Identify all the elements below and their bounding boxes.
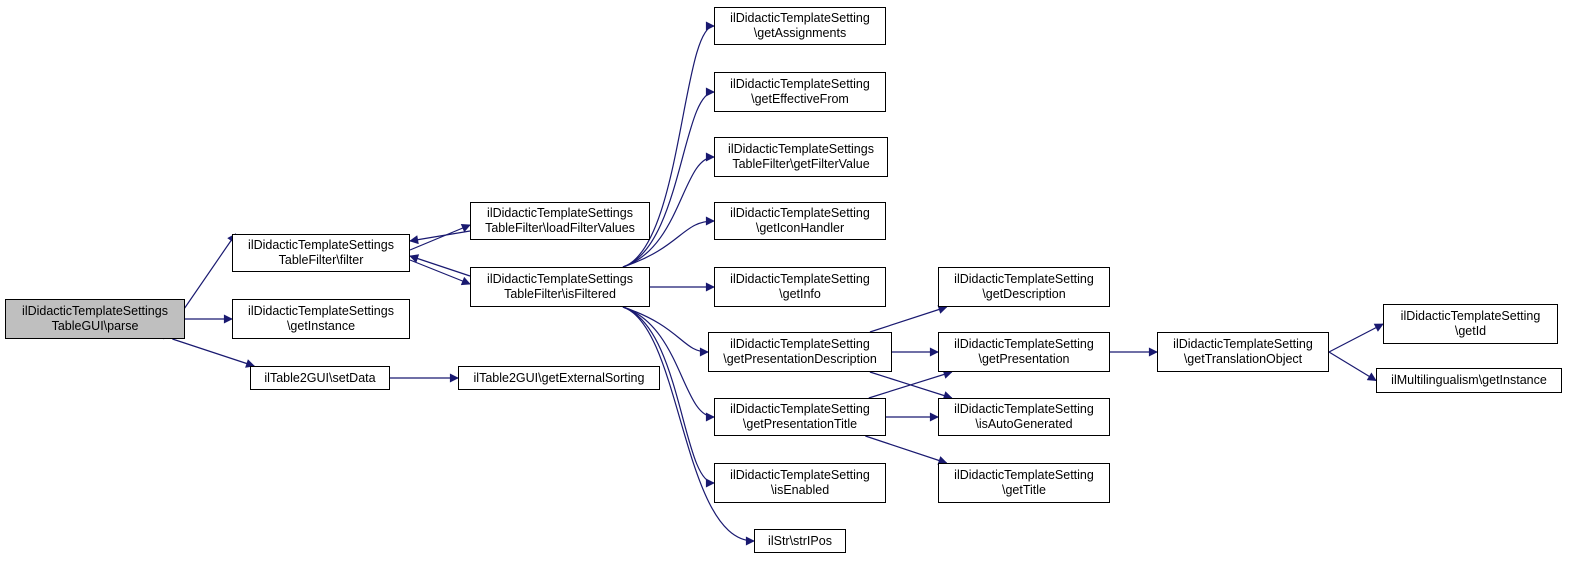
graph-node-isenabled[interactable]: ilDidacticTemplateSetting\isEnabled [714, 463, 886, 503]
graph-node-label-line: ilDidacticTemplateSettings [248, 304, 394, 318]
graph-node-label-line: TableFilter\getFilterValue [732, 157, 870, 171]
graph-node-label-line: TableFilter\filter [278, 253, 364, 267]
graph-node-label-line: \getPresentationTitle [742, 417, 858, 431]
graph-edge-getprestitle-to-gettitle [865, 435, 948, 465]
graph-node-label-line: \getInfo [779, 287, 821, 301]
graph-edge-root-to-setdata [172, 338, 256, 368]
graph-node-label-line: \getAssignments [753, 26, 847, 40]
graph-node-gettrans[interactable]: ilDidacticTemplateSetting\getTranslation… [1157, 332, 1329, 372]
graph-node-getprestitle[interactable]: ilDidacticTemplateSetting\getPresentatio… [714, 398, 886, 436]
graph-edge-isfiltered-to-filter [409, 254, 471, 277]
graph-node-label-line: \isAutoGenerated [975, 417, 1073, 431]
graph-edge-isfiltered-to-getpresdesc [622, 306, 709, 357]
graph-node-label-line: \getId [1454, 324, 1487, 338]
graph-node-label-line: TableGUI\parse [51, 319, 139, 333]
graph-node-multiinst[interactable]: ilMultilingualism\getInstance [1376, 368, 1562, 393]
graph-node-label-line: ilDidacticTemplateSettings [248, 238, 394, 252]
graph-edge-getprestitle-to-getpres [868, 370, 953, 399]
graph-node-label-line: ilDidacticTemplateSetting [954, 402, 1094, 416]
graph-node-label-line: \getDescription [982, 287, 1066, 301]
graph-node-setdata[interactable]: ilTable2GUI\setData [250, 366, 390, 390]
graph-node-geticon[interactable]: ilDidacticTemplateSetting\getIconHandler [714, 202, 886, 240]
graph-node-label-line: \getTranslationObject [1183, 352, 1303, 366]
graph-node-gettitle[interactable]: ilDidacticTemplateSetting\getTitle [938, 463, 1110, 503]
graph-edge-isfiltered-to-stripos [622, 306, 755, 546]
graph-node-extsort[interactable]: ilTable2GUI\getExternalSorting [458, 366, 660, 390]
graph-node-label-line: ilDidacticTemplateSetting [730, 272, 870, 286]
graph-node-label-line: ilTable2GUI\getExternalSorting [473, 370, 645, 385]
graph-node-label-line: ilStr\strIPos [768, 533, 832, 548]
graph-node-getid[interactable]: ilDidacticTemplateSetting\getId [1383, 304, 1558, 344]
graph-node-label-line: ilTable2GUI\setData [264, 370, 376, 385]
graph-edge-gettrans-to-getid [1328, 323, 1384, 353]
graph-edge-isfiltered-to-isenabled [622, 306, 715, 488]
graph-node-label-line: ilDidacticTemplateSetting [730, 11, 870, 25]
graph-node-getpresdesc[interactable]: ilDidacticTemplateSetting\getPresentatio… [708, 332, 892, 372]
graph-edge-isfiltered-to-getprestitle [622, 306, 715, 422]
graph-node-label-line: ilDidacticTemplateSetting [730, 206, 870, 220]
graph-edge-getpresdesc-to-getdesc [869, 305, 948, 333]
graph-node-label-line: ilDidacticTemplateSetting [730, 402, 870, 416]
graph-node-label-line: ilDidacticTemplateSetting [730, 77, 870, 91]
graph-node-label-line: ilDidacticTemplateSetting [954, 272, 1094, 286]
graph-edge-isfiltered-to-getfv [622, 152, 715, 268]
graph-node-label-line: ilMultilingualism\getInstance [1391, 373, 1547, 387]
graph-node-label-line: ilDidacticTemplateSetting [954, 468, 1094, 482]
graph-node-stripos[interactable]: ilStr\strIPos [754, 529, 846, 553]
graph-node-getdesc[interactable]: ilDidacticTemplateSetting\getDescription [938, 267, 1110, 307]
graph-node-label-line: ilDidacticTemplateSetting [1400, 309, 1541, 323]
graph-node-label-line: ilDidacticTemplateSetting [954, 337, 1094, 351]
graph-node-label-line: TableFilter\isFiltered [504, 287, 616, 301]
graph-node-label-line: ilDidacticTemplateSetting [730, 468, 870, 482]
graph-node-getassign[interactable]: ilDidacticTemplateSetting\getAssignments [714, 7, 886, 45]
graph-node-label-line: \getPresentationDescription [723, 352, 877, 366]
graph-edge-isfiltered-to-getassign [622, 21, 715, 268]
graph-edge-filter-to-loadfilter [409, 223, 471, 251]
graph-edge-filter-to-isfiltered [409, 259, 471, 286]
graph-node-geteff[interactable]: ilDidacticTemplateSetting\getEffectiveFr… [714, 72, 886, 112]
graph-node-label-line: \isEnabled [770, 483, 830, 497]
graph-node-getinfo[interactable]: ilDidacticTemplateSetting\getInfo [714, 267, 886, 307]
graph-node-isauto[interactable]: ilDidacticTemplateSetting\isAutoGenerate… [938, 398, 1110, 436]
graph-node-getinstance[interactable]: ilDidacticTemplateSettings\getInstance [232, 299, 410, 339]
graph-node-label-line: \getTitle [1001, 483, 1046, 497]
graph-node-getpres[interactable]: ilDidacticTemplateSetting\getPresentatio… [938, 332, 1110, 372]
graph-edge-isfiltered-to-geticon [622, 216, 715, 268]
graph-node-label-line: ilDidacticTemplateSettings [728, 142, 874, 156]
graph-node-label-line: TableFilter\loadFilterValues [485, 221, 635, 235]
graph-edge-loadfilter-to-filter [409, 230, 471, 245]
graph-node-label-line: ilDidacticTemplateSettings [487, 206, 633, 220]
graph-edge-isfiltered-to-geteff [622, 87, 715, 268]
graph-node-label-line: ilDidacticTemplateSetting [730, 337, 870, 351]
graph-node-label-line: \getPresentation [978, 352, 1070, 366]
graph-node-label-line: \getEffectiveFrom [751, 92, 849, 106]
graph-node-label-line: ilDidacticTemplateSettings [22, 304, 168, 318]
graph-node-label-line: ilDidacticTemplateSetting [1173, 337, 1313, 351]
graph-node-label-line: \getInstance [286, 319, 356, 333]
graph-node-label-line: ilDidacticTemplateSettings [487, 272, 633, 286]
graph-edge-gettrans-to-multiinst [1328, 351, 1377, 382]
graph-node-label-line: \getIconHandler [755, 221, 845, 235]
